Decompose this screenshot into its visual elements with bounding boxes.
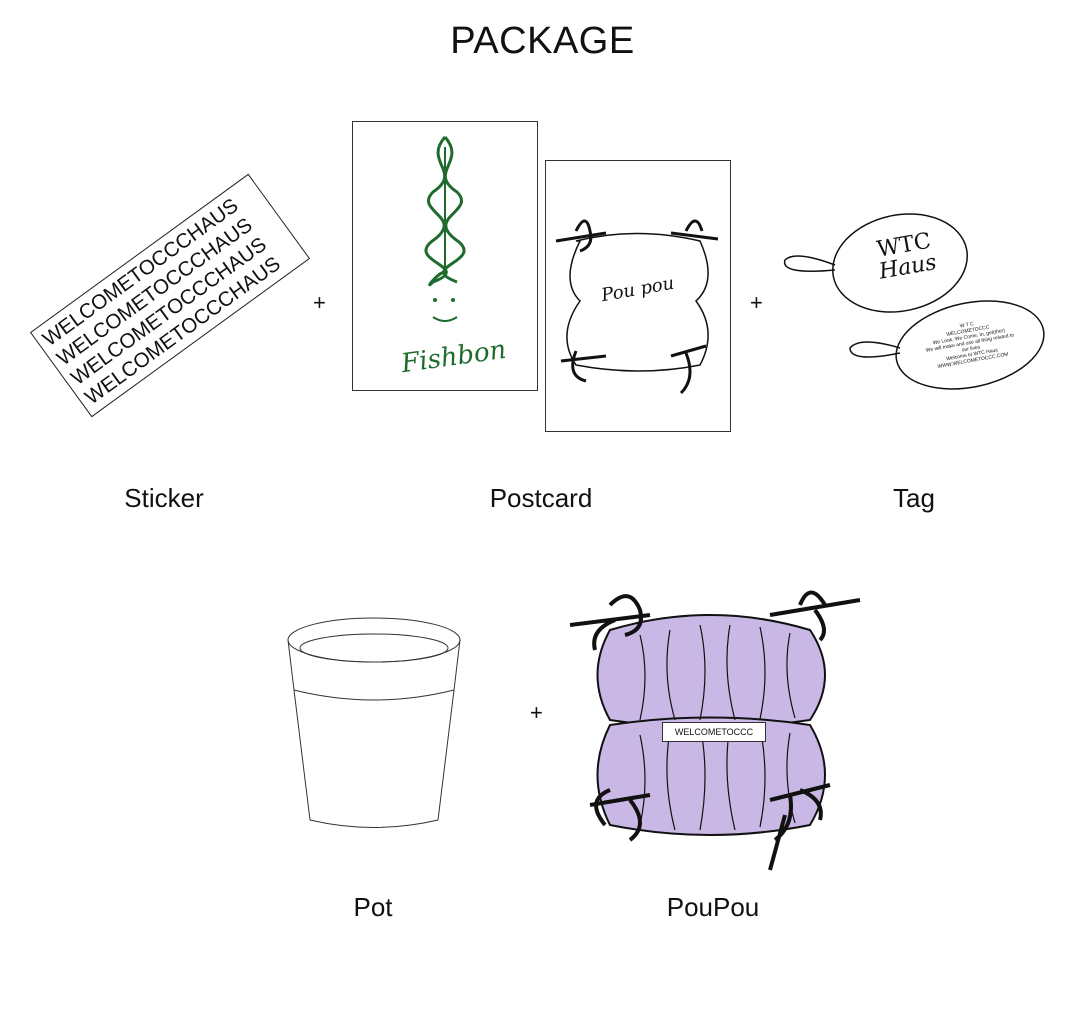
poupou-frame-drawing (555, 219, 719, 395)
fishbone-drawing (424, 136, 466, 322)
tag-label: Tag (893, 483, 935, 513)
postcard-fishbon: Fishbon (352, 121, 538, 391)
poupou-label: PouPou (666, 892, 760, 922)
sticker-label: Sticker (124, 483, 204, 513)
postcard-poupou: Pou pou (545, 160, 731, 432)
poupou-badge: WELCOMETOCCC (662, 722, 766, 742)
sticker-image: WELCOMETOCCCHAUS WELCOMETOCCCHAUS WELCOM… (29, 173, 311, 418)
pot-drawing (287, 617, 461, 828)
poupou-drawing (570, 590, 861, 871)
postcard-label: Postcard (489, 483, 593, 513)
tag-drawing (783, 213, 1045, 390)
page-title: PACKAGE (450, 20, 635, 62)
plus-sign: + (750, 290, 763, 315)
pot-label: Pot (353, 892, 393, 922)
plus-sign: + (530, 700, 543, 725)
plus-sign: + (313, 290, 326, 315)
